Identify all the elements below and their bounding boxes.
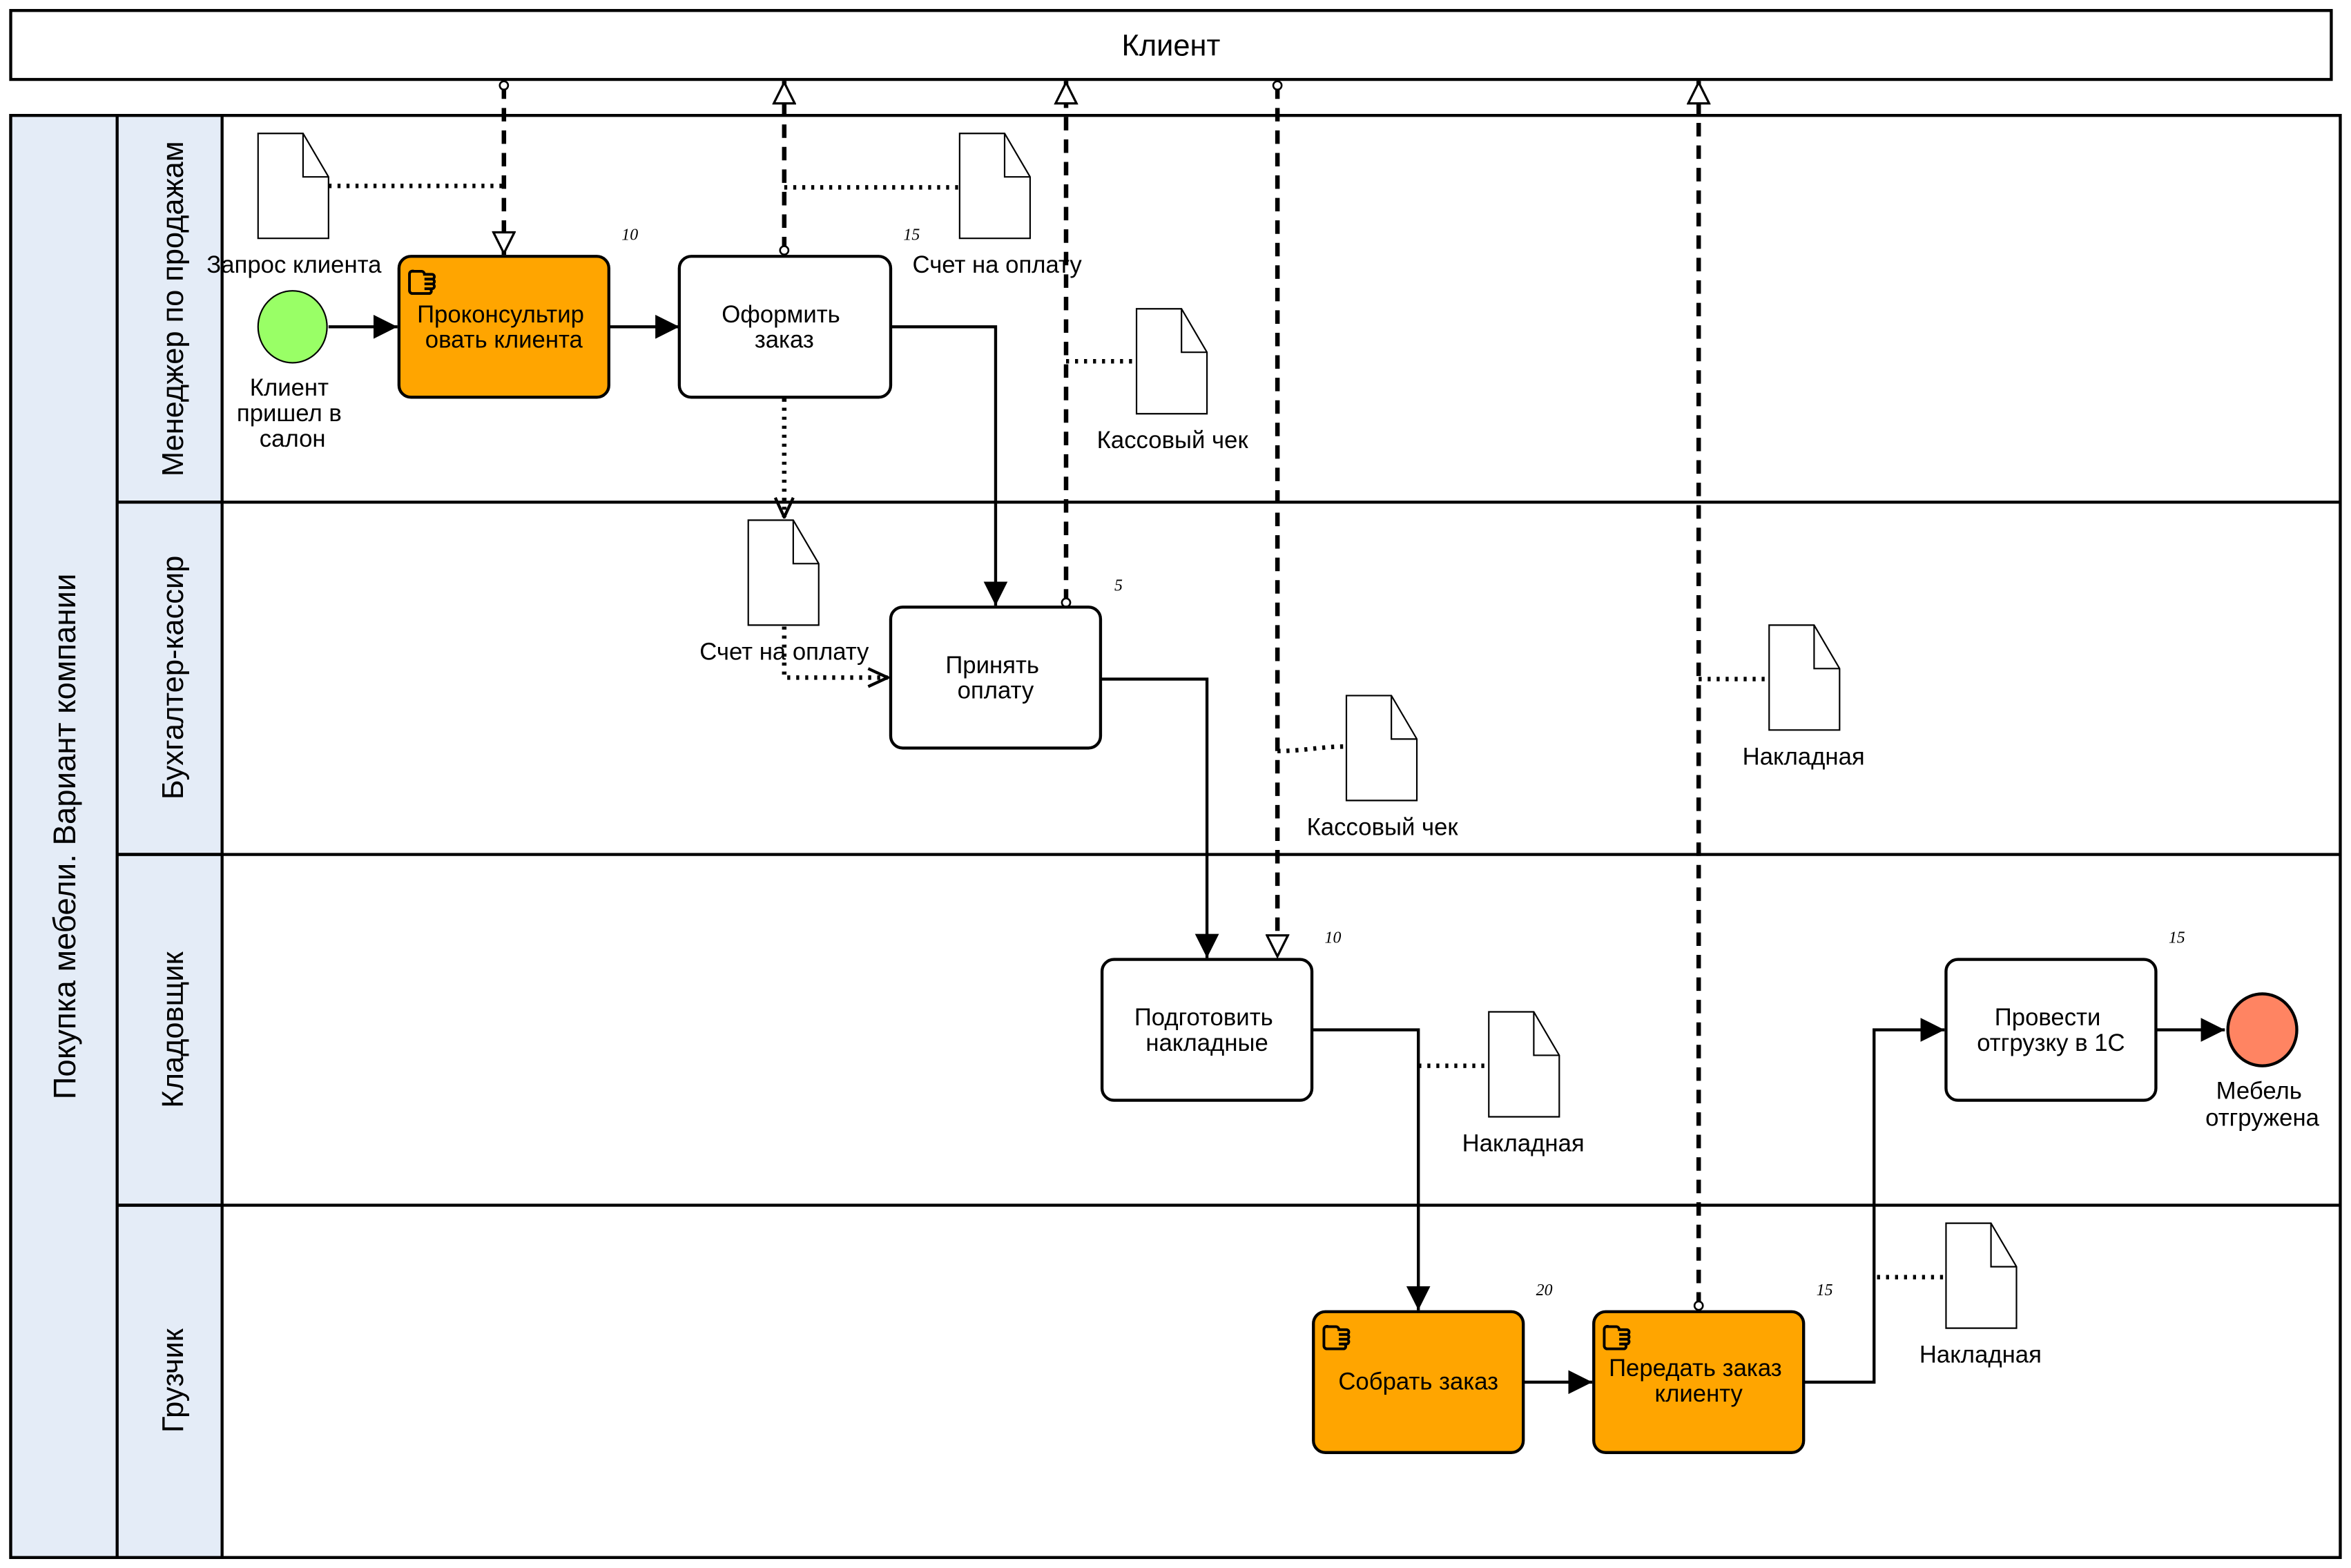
task-consult-client[interactable]: Проконсультир овать клиента 10 (397, 226, 638, 399)
document-icon (1135, 308, 1208, 415)
document-icon (958, 133, 1031, 240)
sequence-flow[interactable] (1312, 1028, 1431, 1310)
lane-accountant[interactable]: Бухгалтер-кассир (115, 501, 224, 856)
data-object-label: Счет на оплату (913, 252, 1083, 278)
end-event-label: Мебель отгружена (2205, 1078, 2319, 1131)
lane-storekeeper[interactable]: Кладовщик (115, 853, 224, 1207)
task-label: Проконсультир овать клиента (417, 302, 590, 354)
data-object-label: Кассовый чек (1097, 427, 1249, 454)
data-object-label: Счет на оплату (699, 639, 869, 665)
data-object-receipt[interactable]: Кассовый чек (1097, 308, 1249, 454)
data-object-label: Запрос клиента (206, 252, 382, 278)
data-association-invoice-in (782, 626, 888, 678)
task-duration: 10 (1325, 929, 1342, 947)
task-place-order[interactable]: Оформить заказ 15 (677, 226, 920, 399)
data-object-receipt-2[interactable]: Кассовый чек (1307, 695, 1459, 840)
sequence-flow[interactable] (1803, 1018, 1945, 1384)
task-handover-order[interactable]: Передать заказ клиенту 15 (1592, 1281, 1833, 1454)
start-event-label: Клиент пришел в салон (237, 375, 349, 452)
task-label: Передать заказ клиенту (1609, 1355, 1788, 1407)
lane-sales-manager[interactable]: Менеджер по продажам (115, 114, 224, 504)
task-accept-payment[interactable]: Принять оплату 5 (889, 577, 1123, 750)
lane-label: Бухгалтер-кассир (157, 556, 190, 800)
end-event[interactable]: Мебель отгружена (2205, 992, 2320, 1132)
manual-task-hand-icon (1322, 1325, 1351, 1351)
data-object-invoice-2[interactable]: Счет на оплату (699, 519, 869, 665)
data-object-waybill[interactable]: Накладная (1743, 624, 1865, 770)
data-object-label: Накладная (1462, 1130, 1585, 1156)
task-duration: 5 (1114, 577, 1123, 594)
manual-task-hand-icon (1603, 1325, 1631, 1351)
task-post-shipment-1c[interactable]: Провести отгрузку в 1С 15 (1944, 929, 2185, 1102)
document-icon (1488, 1011, 1560, 1118)
data-object-client-request[interactable]: Запрос клиента (206, 133, 382, 278)
task-prepare-invoices[interactable]: Подготовить накладные 10 (1100, 929, 1342, 1102)
pool-header (9, 114, 119, 1559)
lane-label: Грузчик (157, 1328, 190, 1433)
document-icon (257, 133, 329, 240)
document-icon (1945, 1222, 2018, 1329)
external-pool-client[interactable]: Клиент (9, 9, 2333, 81)
lane-loader[interactable]: Грузчик (115, 1203, 224, 1559)
data-object-label: Накладная (1919, 1342, 2042, 1368)
task-label: Принять оплату (945, 652, 1045, 704)
task-duration: 15 (1817, 1281, 1833, 1299)
document-icon (1345, 695, 1418, 802)
task-label: Провести отгрузку в 1С (1977, 1005, 2125, 1056)
document-icon (747, 519, 820, 626)
task-label: Подготовить накладные (1134, 1005, 1280, 1056)
sequence-flow[interactable] (890, 325, 1008, 606)
task-duration: 20 (1536, 1281, 1553, 1299)
data-object-waybill-2[interactable]: Накладная (1462, 1011, 1585, 1157)
task-label: Собрать заказ (1338, 1369, 1498, 1395)
document-icon (1768, 624, 1841, 731)
task-label: Оформить заказ (722, 302, 846, 354)
sequence-flow[interactable] (1100, 677, 1219, 958)
lane-label: Кладовщик (157, 951, 190, 1107)
manual-task-hand-icon (408, 269, 436, 296)
task-duration: 10 (621, 226, 638, 244)
data-object-label: Кассовый чек (1307, 814, 1459, 840)
data-object-waybill-3[interactable]: Накладная (1919, 1222, 2042, 1368)
task-duration: 15 (903, 226, 920, 244)
data-object-invoice[interactable]: Счет на оплату (913, 133, 1083, 278)
lane-label: Менеджер по продажам (157, 141, 190, 476)
start-event[interactable]: Клиент пришел в салон (237, 290, 349, 452)
data-object-label: Накладная (1743, 744, 1865, 770)
task-assemble-order[interactable]: Собрать заказ 20 (1312, 1281, 1553, 1454)
external-pool-label: Клиент (1122, 29, 1221, 62)
pool-label: Покупка мебели. Вариант компании (47, 574, 82, 1100)
task-duration: 15 (2169, 929, 2185, 947)
